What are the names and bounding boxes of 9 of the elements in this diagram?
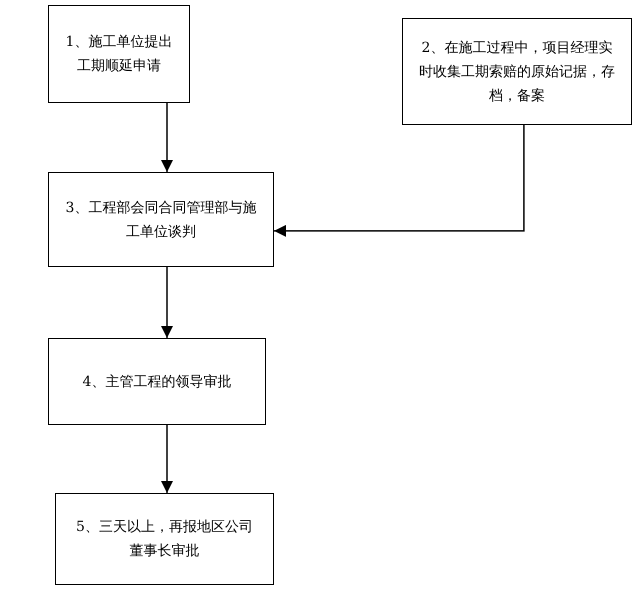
arrow xyxy=(161,425,173,493)
process-box: 1、施工单位提出工期顺延申请 xyxy=(48,5,190,103)
arrow xyxy=(274,125,525,237)
process-box: 2、在施工过程中，项目经理实时收集工期索赔的原始记据，存档，备案 xyxy=(402,18,632,125)
arrow xyxy=(161,267,173,338)
process-box: 4、主管工程的领导审批 xyxy=(48,338,266,425)
process-box: 5、三天以上，再报地区公司董事长审批 xyxy=(55,493,274,585)
arrow xyxy=(161,103,173,172)
process-box: 3、工程部会同合同管理部与施工单位谈判 xyxy=(48,172,274,267)
